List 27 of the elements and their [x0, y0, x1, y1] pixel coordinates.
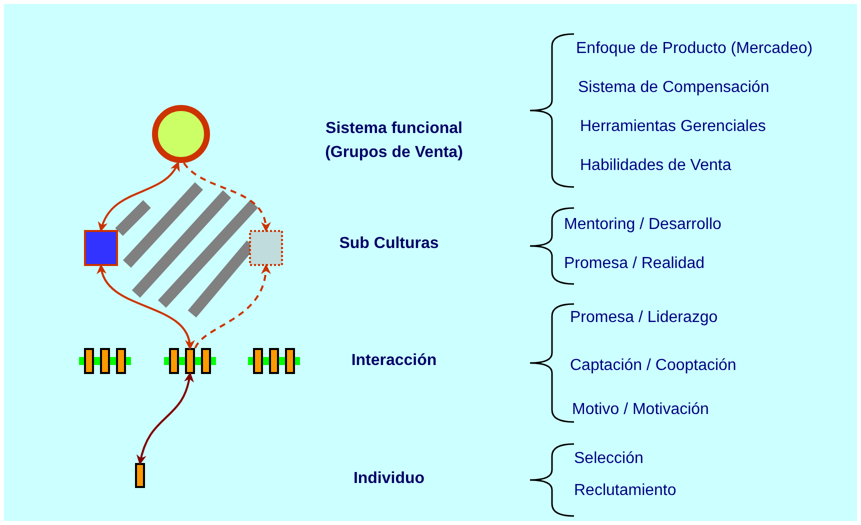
arrow — [98, 161, 180, 232]
list-item: Habilidades de Venta — [580, 157, 732, 175]
list-item: Enfoque de Producto (Mercadeo) — [576, 40, 813, 58]
list-item: Promesa / Liderazgo — [570, 309, 718, 327]
list-item: Captación / Cooptación — [570, 357, 736, 375]
arrow — [194, 264, 270, 349]
bar-cluster-drawing — [79, 348, 131, 374]
bar-cluster-drawing — [248, 348, 300, 374]
bar-cluster-drawing — [164, 348, 216, 374]
list-item: Promesa / Realidad — [564, 255, 705, 273]
section-heading: Interacción — [350, 351, 438, 371]
section-heading: Sistema funcional (Grupos de Venta) — [324, 119, 464, 163]
arrow — [183, 162, 270, 232]
section-heading: Individuo — [352, 469, 426, 489]
arrow — [137, 372, 194, 465]
section-heading: Sub Culturas — [338, 234, 440, 254]
list-item: Motivo / Motivación — [572, 401, 709, 419]
square-node — [249, 230, 283, 266]
list-item: Herramientas Gerenciales — [580, 118, 766, 136]
square-node — [84, 230, 118, 266]
list-item: Sistema de Compensación — [578, 79, 770, 97]
circle-node — [152, 105, 210, 163]
list-item: Reclutamiento — [574, 482, 676, 500]
bar-drawing — [135, 463, 145, 488]
arrow — [98, 264, 194, 350]
list-item: Selección — [574, 450, 644, 468]
list-item: Mentoring / Desarrollo — [564, 216, 722, 234]
